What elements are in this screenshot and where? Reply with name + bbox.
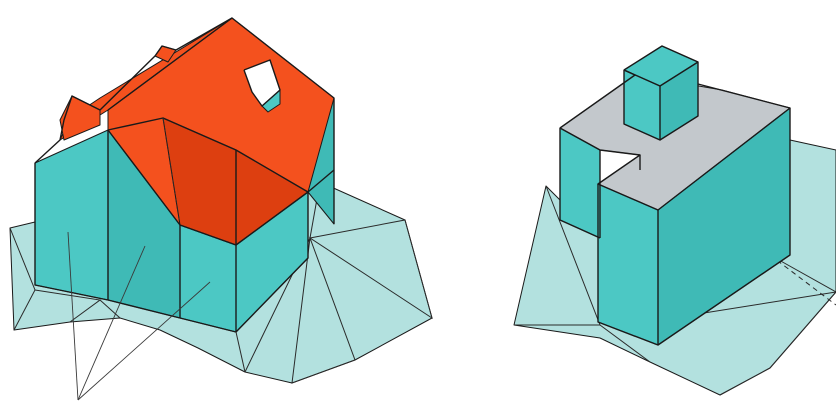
left-front-wall <box>35 130 108 300</box>
gabled-house-model <box>10 18 432 400</box>
right-front-wall <box>598 184 658 345</box>
block-building-model <box>514 46 836 395</box>
